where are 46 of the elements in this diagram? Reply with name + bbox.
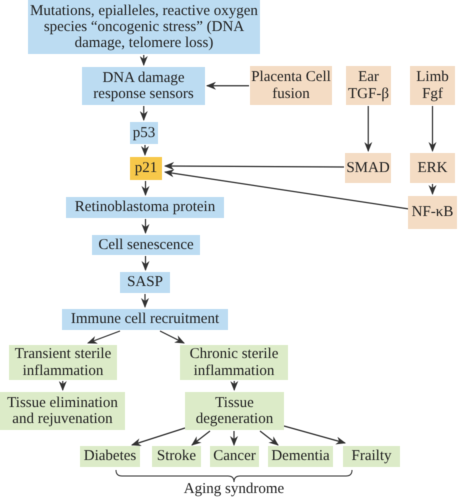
arrow	[140, 106, 148, 121]
arrow	[230, 381, 238, 391]
group-label: Aging syndrome	[184, 481, 284, 498]
arrow	[58, 381, 67, 391]
process-box: p21	[130, 157, 162, 180]
process-box: NF-κB	[408, 196, 457, 229]
process-box: Stroke	[152, 446, 201, 467]
arrow	[230, 431, 238, 446]
arrow	[191, 430, 210, 446]
process-box: Mutations, epialleles, reactive oxygen species “oncogenic stress” (DNA damage, telomere loss)	[28, 0, 260, 54]
arrow	[284, 425, 346, 444]
process-box: Placenta Cell fusion	[250, 66, 332, 105]
arrow	[164, 162, 344, 170]
arrow	[142, 181, 150, 196]
arrow	[428, 184, 436, 195]
arrow	[164, 169, 410, 210]
arrow	[142, 256, 150, 271]
process-box: Ear TGF-β	[346, 66, 391, 105]
process-box: Frailty	[343, 446, 400, 467]
arrow	[142, 219, 150, 234]
arrow	[131, 427, 186, 446]
process-box: Tissue elimination and rejuvenation	[0, 392, 125, 430]
process-box: Dementia	[268, 446, 333, 467]
process-box: ERK	[410, 153, 455, 183]
arrow	[260, 430, 279, 446]
process-box: Immune cell recruitment	[62, 309, 228, 330]
process-box: Diabetes	[80, 446, 140, 467]
process-box: DNA damage response sensors	[82, 67, 205, 105]
arrow	[160, 330, 185, 344]
process-box: SASP	[120, 272, 170, 293]
process-box: SMAD	[345, 153, 391, 183]
arrow	[428, 106, 436, 152]
arrow	[141, 294, 149, 308]
process-box: Retinoblastoma protein	[66, 197, 224, 218]
process-box: Transient sterile inflammation	[9, 345, 117, 380]
arrow	[364, 106, 372, 152]
process-box: Chronic sterile inflammation	[180, 345, 288, 380]
process-box: Tissue degeneration	[185, 392, 284, 430]
process-box: Cancer	[210, 446, 259, 467]
arrow	[206, 82, 249, 90]
arrow	[87, 330, 120, 344]
arrow	[140, 55, 148, 66]
process-box: Limb Fgf	[410, 66, 455, 105]
process-box: Cell senescence	[92, 235, 200, 255]
process-box: p53	[130, 122, 158, 144]
arrow	[141, 145, 149, 156]
